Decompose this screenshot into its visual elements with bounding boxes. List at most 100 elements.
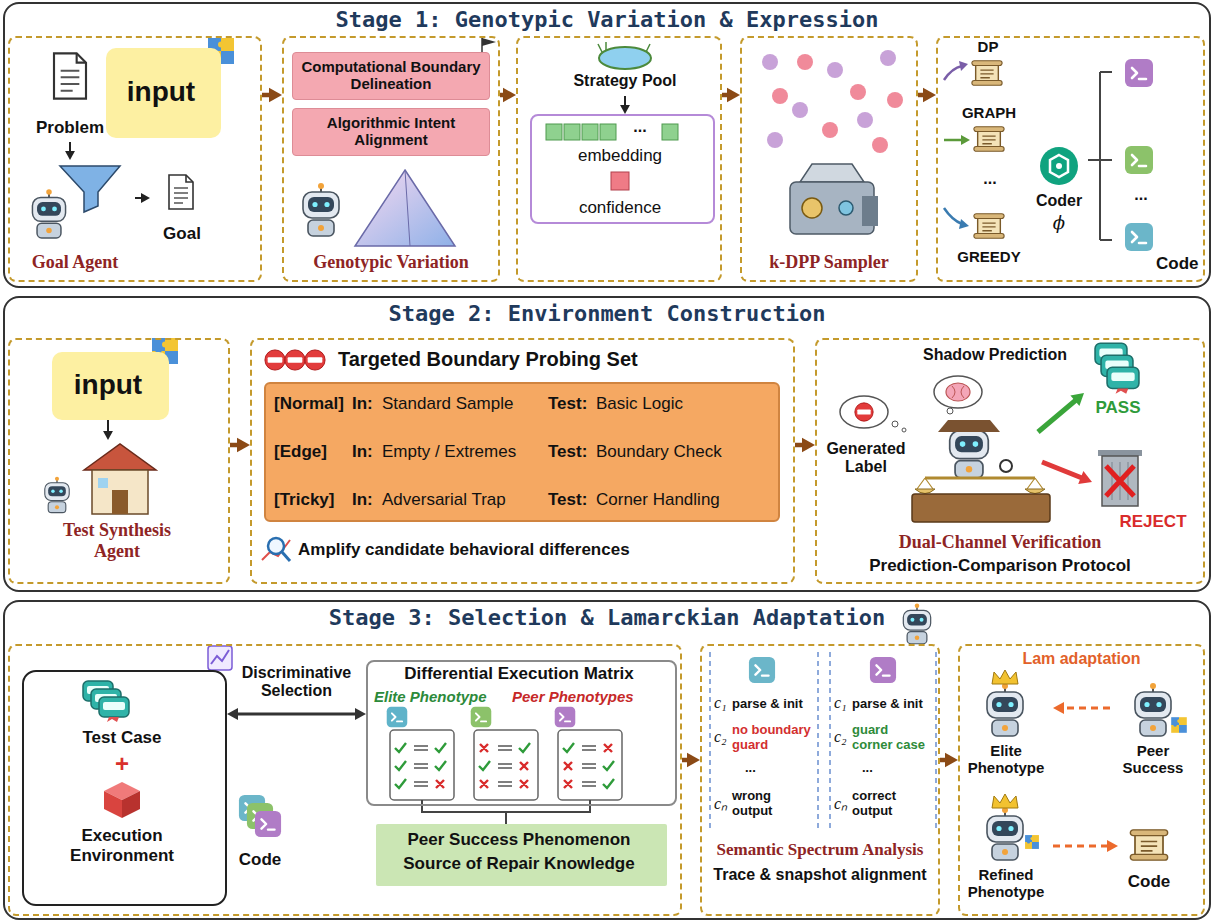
robot-node: Refined Phenotype bbox=[964, 800, 1053, 908]
test-robot bbox=[45, 477, 69, 513]
strategy-arrows bbox=[944, 61, 970, 229]
result-sheets bbox=[395, 743, 614, 788]
embedding-squares bbox=[600, 124, 616, 140]
text-label: Peer Success Phenomenon bbox=[376, 830, 662, 850]
dpp-points bbox=[850, 84, 866, 100]
coder-logo bbox=[1050, 155, 1068, 177]
text-label: Boundary Check bbox=[596, 442, 722, 462]
connector bbox=[795, 438, 815, 452]
text-label: Computational Boundary Delineation bbox=[296, 58, 486, 92]
environment-cube bbox=[122, 791, 140, 818]
house-icon bbox=[112, 490, 128, 514]
dpp-points bbox=[887, 92, 903, 108]
sampler-machine bbox=[802, 198, 822, 218]
arrow-head bbox=[65, 151, 75, 160]
brain-bubble bbox=[946, 383, 970, 401]
code-icons bbox=[1125, 59, 1153, 87]
house-icon bbox=[84, 444, 156, 514]
connector bbox=[620, 96, 630, 114]
strategy-scrolls bbox=[974, 214, 1004, 239]
annotation-label: parse & init bbox=[852, 696, 923, 711]
desk bbox=[912, 494, 1050, 522]
text-label: + bbox=[22, 750, 222, 778]
stage-title: Stage 1: Genotypic Variation & Expressio… bbox=[3, 7, 1211, 32]
embedding-squares bbox=[546, 124, 562, 140]
strategy-scroll: DP bbox=[962, 38, 1019, 90]
bracket bbox=[422, 800, 590, 824]
sampler-machine bbox=[790, 182, 874, 234]
annotation-label: ... bbox=[862, 760, 873, 775]
dpp-points bbox=[762, 50, 903, 153]
text-label: Strategy Pool bbox=[562, 72, 688, 90]
scales bbox=[1025, 489, 1045, 494]
label-bubble bbox=[855, 403, 873, 421]
annotation-label: ... bbox=[970, 170, 1010, 188]
arrow-head bbox=[141, 193, 150, 203]
text-label: Corner Handling bbox=[596, 490, 720, 510]
text-label: embedding bbox=[530, 146, 710, 166]
sampler-machine bbox=[790, 164, 878, 234]
pass-arrow bbox=[1038, 393, 1084, 432]
sampler-machine bbox=[800, 164, 864, 182]
arrow-head bbox=[103, 431, 113, 440]
strategy-arrows bbox=[959, 219, 969, 229]
coder-node: Coderϕ bbox=[1030, 142, 1093, 240]
annotation-label: parse & init bbox=[732, 696, 803, 711]
connector bbox=[135, 193, 150, 203]
scales bbox=[915, 478, 1045, 494]
strategy-arrows bbox=[944, 139, 962, 142]
agent-label: Test Synthesis Agent bbox=[42, 520, 192, 562]
dpp-points bbox=[762, 54, 778, 70]
pool-node: Strategy Pool bbox=[562, 40, 693, 96]
dpp-points bbox=[797, 54, 813, 70]
dpp-points bbox=[872, 137, 888, 153]
arrow-head bbox=[503, 88, 516, 102]
text-label: GRAPH bbox=[956, 104, 1022, 121]
agent-label: k-DPP Sampler bbox=[740, 252, 918, 273]
annotation-label: wrong output bbox=[732, 788, 814, 818]
connector bbox=[722, 88, 740, 102]
dashed-panel: Elite PhenotypePeer SuccessRefined Pheno… bbox=[958, 644, 1205, 916]
code-scroll-icon bbox=[1130, 830, 1167, 860]
connector bbox=[262, 88, 282, 102]
arrow-head bbox=[802, 438, 815, 452]
agent-label: Genotypic Variation bbox=[282, 252, 500, 273]
pyramid-icon bbox=[355, 170, 455, 246]
detective-robot bbox=[938, 420, 1000, 432]
text-label: Coder bbox=[1030, 192, 1088, 210]
robot-node: Elite Phenotype bbox=[964, 678, 1053, 784]
dashed-panel: k-DPP Sampler bbox=[740, 36, 918, 282]
elite-robot bbox=[992, 670, 1018, 684]
annotation-label: c₂ bbox=[714, 728, 727, 746]
label-bubble bbox=[840, 396, 906, 432]
probe-set-box: [Normal]In:Standard SampleTest:Basic Log… bbox=[264, 382, 780, 522]
house-icon bbox=[92, 470, 148, 514]
text-label: In: bbox=[352, 394, 373, 414]
detective-robot bbox=[1000, 460, 1012, 472]
goal-icon bbox=[169, 175, 193, 209]
text-label: Empty / Extremes bbox=[382, 442, 516, 462]
agent-robot bbox=[32, 189, 65, 238]
dashed-panel: inputTest Synthesis Agent bbox=[8, 338, 230, 584]
arrow-head bbox=[727, 88, 740, 102]
text-label: input bbox=[52, 369, 164, 401]
arrow-head bbox=[237, 438, 250, 452]
label-bubble bbox=[840, 396, 888, 428]
matrix-box: Differential Execution MatrixElite Pheno… bbox=[366, 660, 677, 806]
stage-panel: Stage 1: Genotypic Variation & Expressio… bbox=[3, 2, 1211, 288]
annotation-label: ... bbox=[1121, 186, 1161, 204]
agent-robot bbox=[32, 189, 65, 238]
detective-robot bbox=[938, 420, 1012, 478]
text-label: In: bbox=[352, 490, 373, 510]
text-label: Code bbox=[1156, 254, 1202, 274]
text-label: [Normal] bbox=[274, 394, 344, 414]
strategy-scrolls bbox=[972, 61, 1004, 239]
problem-icon bbox=[54, 53, 86, 98]
pass-badges bbox=[1095, 343, 1139, 394]
brain-bubble bbox=[934, 376, 982, 408]
environment-cube bbox=[104, 791, 122, 818]
text-label: PASS bbox=[1088, 398, 1148, 418]
stage-title: Stage 2: Environment Construction bbox=[3, 301, 1211, 326]
connector bbox=[682, 753, 700, 767]
text-label: Trace & snapshot alignment bbox=[700, 866, 940, 884]
